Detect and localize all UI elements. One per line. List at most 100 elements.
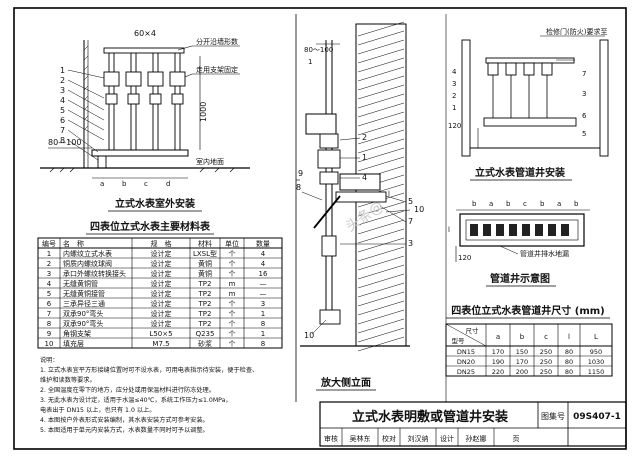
- materials-cell: 8: [47, 320, 51, 328]
- materials-cell: 9: [47, 330, 51, 338]
- materials-cell: 设计定: [151, 309, 172, 318]
- fixture-mark: [535, 224, 543, 236]
- sizes-cell: 80: [565, 368, 573, 376]
- wall-hatch: [357, 21, 405, 352]
- callout-10: 10: [414, 205, 424, 214]
- materials-cell: 10: [45, 340, 54, 348]
- callout-label: 4: [60, 96, 65, 105]
- materials-cell: 无缝黄铜管: [63, 279, 98, 288]
- materials-cell: 个: [229, 260, 236, 268]
- materials-cell: 砂浆: [198, 339, 212, 348]
- sizes-cell: 200: [516, 368, 528, 376]
- materials-cell: 8: [261, 320, 265, 328]
- title-well: 立式水表管道井安装: [475, 166, 565, 179]
- materials-cell: 设计定: [151, 279, 172, 288]
- sizes-header-cell: a: [496, 333, 500, 341]
- note-wall-1: 分开沿墙形数: [196, 37, 238, 46]
- dim-label: c: [523, 200, 527, 208]
- materials-cell: 黄铜: [198, 269, 212, 278]
- materials-cell: 角钢支架: [63, 329, 91, 338]
- sizes-header-cell: L: [594, 333, 598, 341]
- dim-label: b: [540, 200, 545, 208]
- fixture-mark: [496, 224, 504, 236]
- title-block: 立式水表明敷或管道井安装 图集号 09S407-1 审核吴林东校对刘汉纳设计孙赵…: [319, 401, 627, 447]
- dim-80-100: 80—100: [48, 138, 81, 147]
- materials-cell: 承口外螺纹转换接头: [63, 269, 126, 278]
- title-block-cell: 孙赵娜: [466, 434, 487, 443]
- materials-cell: 黄铜: [198, 259, 212, 268]
- materials-cell: 6: [47, 300, 52, 308]
- title-elevation: 放大侧立面: [320, 376, 371, 389]
- materials-cell: LXSL型: [193, 249, 217, 258]
- materials-header-cell: 材料: [198, 239, 212, 248]
- materials-cell: 设计定: [151, 289, 172, 298]
- outdoor-installation-drawing: 60×4 分开沿墙形数 走用支架固定: [40, 29, 250, 212]
- fixture-mark: [509, 224, 517, 236]
- materials-cell: 设计定: [151, 269, 172, 278]
- materials-cell: TP2: [198, 320, 212, 328]
- callout-label: 3: [60, 86, 65, 95]
- materials-cell: 双承90°弯头: [63, 319, 103, 328]
- callout-label: 7: [60, 126, 65, 135]
- materials-cell: 三承异径三通: [63, 299, 105, 308]
- materials-cell: 8: [261, 340, 265, 348]
- materials-cell: 4: [47, 280, 52, 288]
- materials-cell: 无缝黄铜接管: [63, 289, 105, 298]
- title-block-row: 审核吴林东校对刘汉纳设计孙赵娜页: [324, 428, 520, 446]
- materials-cell: 3: [261, 300, 265, 308]
- callout-label: 10: [304, 331, 314, 340]
- sizes-header-cell: b: [520, 333, 525, 341]
- sizes-cell: 220: [492, 368, 504, 376]
- title-block-cell: 校对: [382, 434, 396, 443]
- dim-120-b: 120: [458, 254, 471, 262]
- well-fixtures: [470, 224, 569, 236]
- atlas-label: 图集号: [541, 411, 565, 421]
- note-line: 5. 本图适用于单元内安装方式，水表数量不同时可予以调整。: [40, 426, 209, 434]
- sizes-cell: 950: [590, 348, 602, 356]
- title-block-cell: 吴林东: [350, 434, 371, 443]
- callout-label: 5: [408, 197, 413, 206]
- callout-label: 8: [60, 136, 65, 145]
- sizes-cell: DN20: [457, 358, 475, 366]
- materials-cell: 16: [259, 270, 268, 278]
- materials-cell: 设计定: [151, 249, 172, 258]
- svg-text:b: b: [122, 180, 127, 188]
- materials-cell: 内螺纹立式水表: [63, 249, 112, 258]
- callout-well-5: 5: [582, 130, 586, 138]
- materials-cell: 个: [229, 300, 236, 308]
- svg-text:d: d: [166, 180, 170, 188]
- materials-cell: 个: [229, 270, 236, 278]
- sizes-cell: 250: [540, 358, 552, 366]
- note-line: 说明：: [40, 356, 59, 364]
- materials-cell: TP2: [198, 310, 212, 318]
- materials-cell: 个: [229, 340, 236, 348]
- materials-cell: 填充层: [63, 339, 84, 348]
- materials-cell: TP2: [198, 280, 212, 288]
- materials-cell: Q235: [196, 330, 215, 338]
- atlas-no: 09S407-1: [573, 412, 621, 422]
- materials-header-cell: 数量: [256, 239, 270, 248]
- svg-text:c: c: [144, 180, 148, 188]
- materials-header-cell: 名 称: [63, 239, 84, 248]
- dim-l-a: l: [388, 190, 390, 198]
- materials-cell: 3: [47, 270, 51, 278]
- sizes-cell: 250: [540, 368, 552, 376]
- materials-header-cell: 单位: [225, 239, 239, 248]
- dim-label: b: [472, 200, 477, 208]
- materials-cell: 1: [47, 250, 51, 258]
- sizes-cell: 170: [492, 348, 504, 356]
- materials-cell: m: [229, 290, 236, 298]
- callout-9: 9: [298, 169, 303, 178]
- dim-120-a: 120: [448, 122, 461, 130]
- materials-cell: TP2: [198, 290, 212, 298]
- materials-header-cell: 编号: [42, 239, 56, 248]
- note-line: 电表出于 DN15 以上，也只有 1.0 以上。: [40, 406, 155, 414]
- sizes-header-cell: l: [568, 333, 570, 341]
- materials-cell: L50×5: [149, 330, 172, 338]
- note-wall-2: 走用支架固定: [196, 65, 238, 74]
- sizes-header-cell: c: [544, 333, 548, 341]
